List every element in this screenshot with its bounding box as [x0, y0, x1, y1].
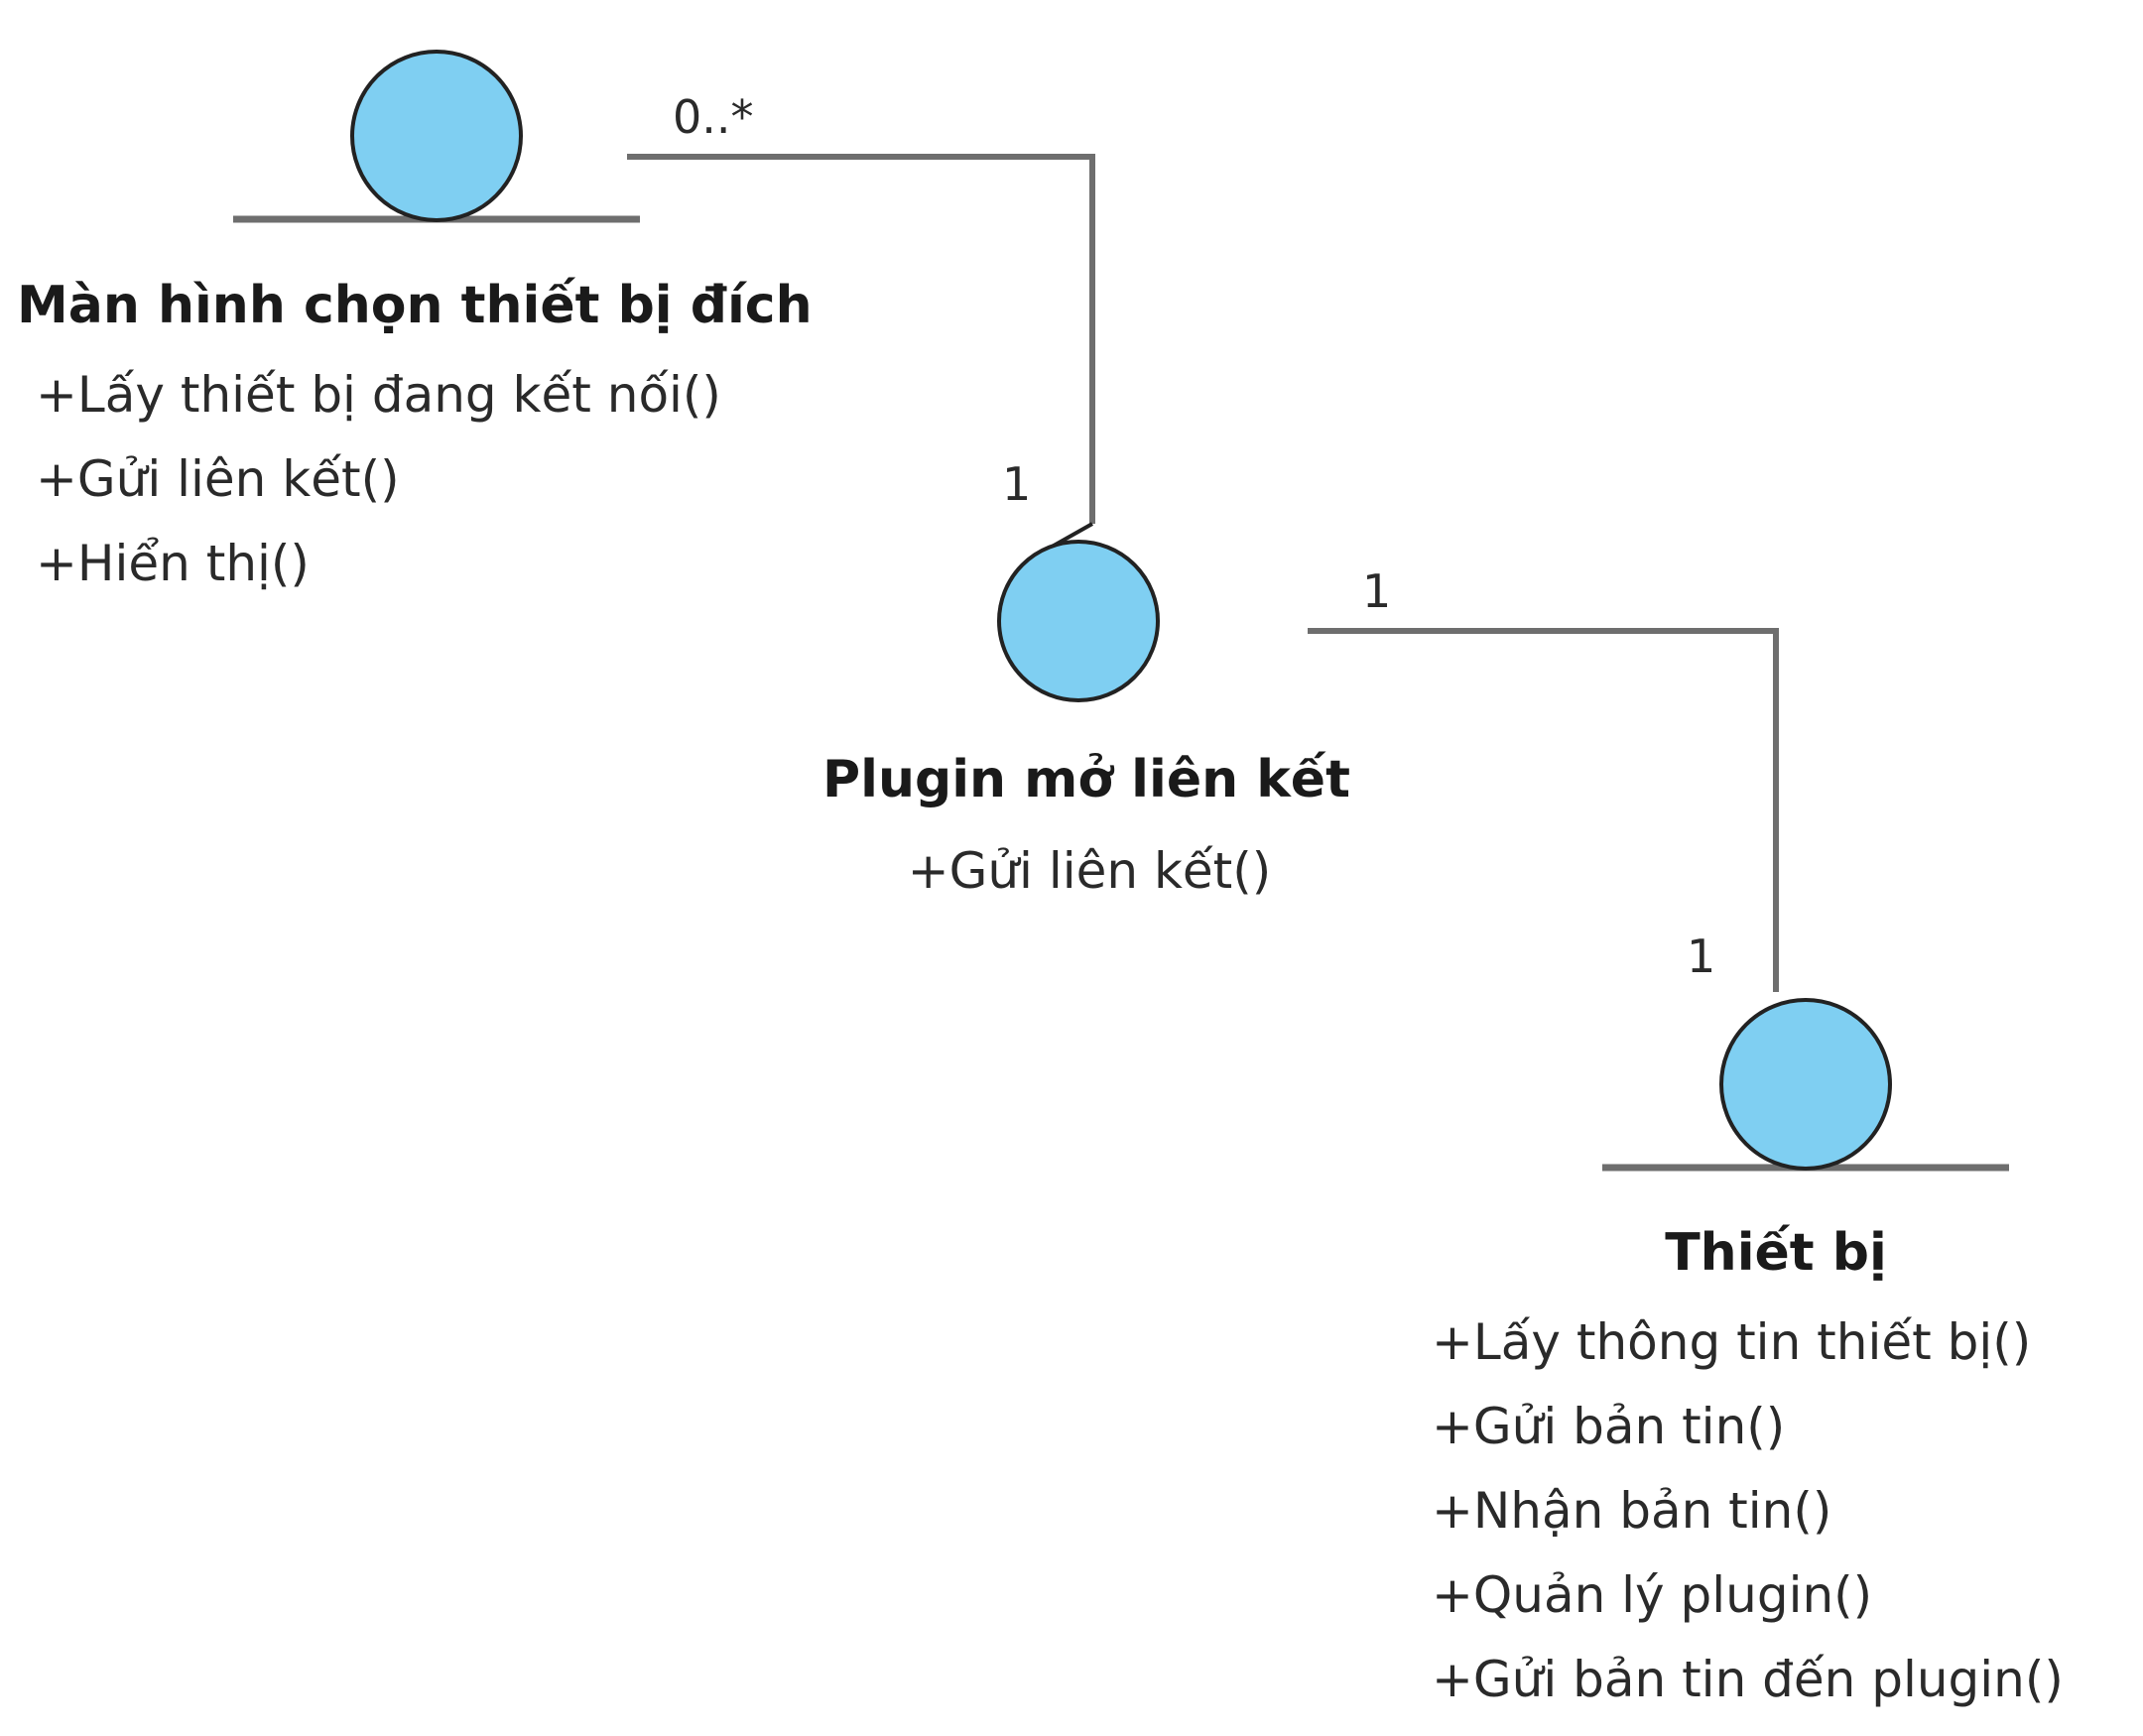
- association-line-plugin-device[interactable]: [1308, 628, 1779, 992]
- class-name-screen: Màn hình chọn thiết bị đích: [17, 276, 813, 335]
- entity-icon[interactable]: [350, 50, 523, 222]
- class-name-plugin: Plugin mở liên kết: [822, 750, 1350, 809]
- entity-device[interactable]: Thiết bị +Lấy thông tin thiết bị() +Gửi …: [1432, 998, 2064, 1708]
- operation-get-connected-devices: +Lấy thiết bị đang kết nối(): [36, 366, 721, 424]
- operation-plugin-send-link: +Gửi liên kết(): [908, 842, 1272, 900]
- operation-display: +Hiển thị(): [36, 535, 310, 592]
- multiplicity-screen-end: 0..*: [673, 90, 754, 144]
- entity-screen[interactable]: Màn hình chọn thiết bị đích +Lấy thiết b…: [17, 50, 813, 592]
- multiplicity-plugin-end: 1: [1002, 457, 1031, 511]
- control-icon[interactable]: [997, 540, 1160, 702]
- control-plugin[interactable]: Plugin mở liên kết +Gửi liên kết(): [822, 540, 1350, 900]
- operation-send-message-to-plugin: +Gửi bản tin đến plugin(): [1432, 1651, 2064, 1708]
- operation-receive-message: +Nhận bản tin(): [1432, 1482, 1831, 1540]
- multiplicity-plugin-source-end: 1: [1362, 564, 1391, 618]
- association-line-screen-plugin[interactable]: [627, 154, 1095, 524]
- operation-get-device-info: +Lấy thông tin thiết bị(): [1432, 1313, 2031, 1371]
- entity-icon[interactable]: [1719, 998, 1892, 1171]
- class-name-device: Thiết bị: [1665, 1223, 1887, 1283]
- association-plugin-device[interactable]: 1 1: [1308, 564, 1779, 992]
- operation-send-message: +Gửi bản tin(): [1432, 1398, 1785, 1455]
- operation-manage-plugin: +Quản lý plugin(): [1432, 1566, 1872, 1624]
- association-screen-plugin[interactable]: 0..* 1: [627, 90, 1102, 563]
- operation-send-link: +Gửi liên kết(): [36, 450, 400, 508]
- multiplicity-device-end: 1: [1687, 930, 1715, 983]
